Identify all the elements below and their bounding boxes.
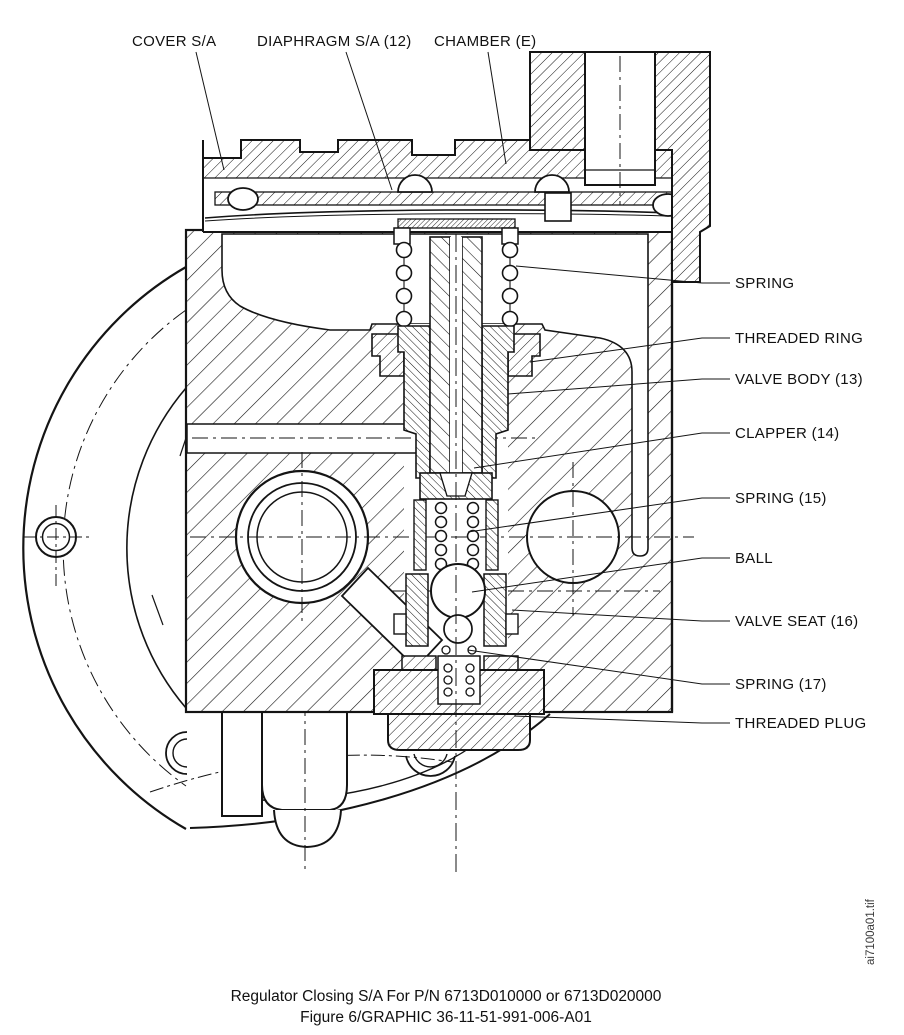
threaded-plug-part: [373, 655, 545, 751]
cover-assembly: [202, 138, 700, 233]
bottom-boss: [149, 700, 551, 872]
chamber-port: [529, 51, 711, 712]
leader-lines: [195, 51, 730, 724]
left-flange-arcs: [22, 266, 191, 830]
label-spring-15: SPRING (15): [735, 490, 827, 507]
label-threaded-ring: THREADED RING: [735, 330, 863, 347]
label-threaded-plug: THREADED PLUG: [735, 715, 866, 732]
caption-line-2: Figure 6/GRAPHIC 36-11-51-991-006-A01: [300, 1009, 592, 1026]
valve-body-part: [397, 325, 515, 479]
label-valve-seat: VALVE SEAT (16): [735, 613, 858, 630]
label-cover-sa: COVER S/A: [132, 33, 216, 50]
label-clapper: CLAPPER (14): [735, 425, 839, 442]
valve-seat-part: [393, 573, 519, 647]
image-filename-watermark: ai7100a01.tif: [865, 898, 877, 965]
label-ball: BALL: [735, 550, 773, 567]
caption-line-1: Regulator Closing S/A For P/N 6713D01000…: [231, 988, 662, 1005]
central-assembly: [371, 227, 541, 699]
spring-bead-chain: [395, 241, 519, 330]
lower-ball-part: [443, 614, 473, 644]
label-diaphragm-sa: DIAPHRAGM S/A (12): [257, 33, 412, 50]
label-spring-17: SPRING (17): [735, 676, 827, 693]
label-chamber-e: CHAMBER (E): [434, 33, 536, 50]
stem-part: [429, 236, 483, 474]
part-labels: COVER S/A DIAPHRAGM S/A (12) CHAMBER (E)…: [132, 33, 866, 732]
label-spring: SPRING: [735, 275, 794, 292]
label-valve-body: VALVE BODY (13): [735, 371, 863, 388]
